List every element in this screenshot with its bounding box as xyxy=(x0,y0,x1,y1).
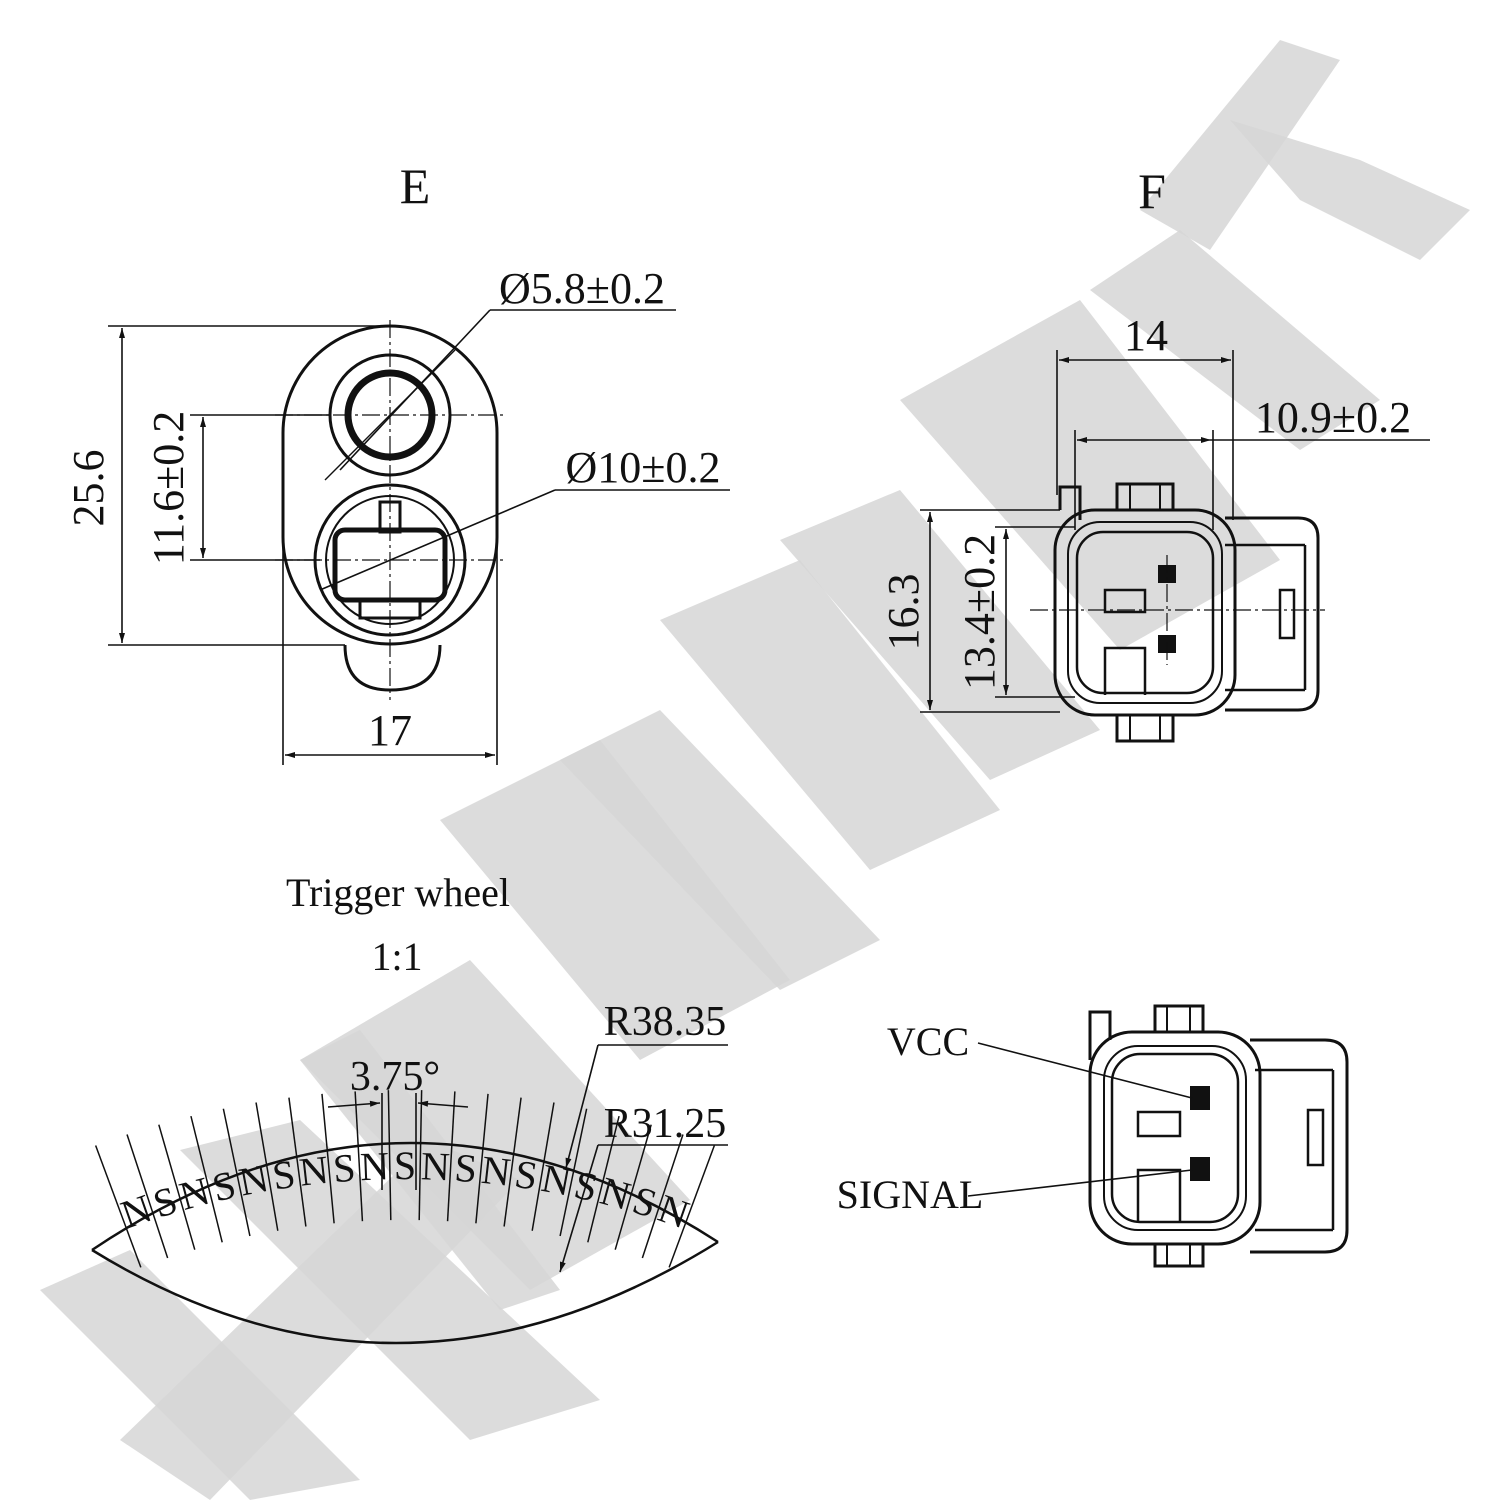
dim-radius-inner-text: R31.25 xyxy=(604,1101,727,1147)
pole-divider xyxy=(288,1097,307,1227)
pole-divider xyxy=(354,1091,364,1222)
pole-divider xyxy=(222,1108,251,1237)
pole-divider xyxy=(321,1093,335,1224)
pole-label-9: N xyxy=(359,1143,390,1189)
pole-divider xyxy=(126,1134,169,1259)
pole-divider xyxy=(531,1102,555,1231)
connector-key-bottom xyxy=(1115,713,1175,743)
pinout-key-top xyxy=(1153,1004,1205,1034)
dim-small-hole-text: Ø5.8±0.2 xyxy=(499,264,665,313)
connector-latch-slot xyxy=(1278,588,1296,640)
pole-divider xyxy=(387,1090,392,1221)
pinout-polarization-tab xyxy=(1088,1010,1112,1060)
connector-key-top xyxy=(1115,482,1175,512)
pole-divider xyxy=(255,1102,279,1231)
pinout-shroud-outer xyxy=(1088,1030,1262,1246)
pinout-key-slot xyxy=(1136,1110,1182,1138)
view-e-label: E xyxy=(400,158,431,214)
pole-divider xyxy=(641,1134,684,1259)
pole-label-12: S xyxy=(453,1145,479,1192)
pinout-pin-vcc xyxy=(1190,1086,1210,1110)
pinout-latch-body xyxy=(1250,1038,1349,1254)
connector-shroud-inner xyxy=(1067,521,1223,704)
dim-width-text: 17 xyxy=(368,706,412,755)
pole-label-13: N xyxy=(479,1147,513,1195)
sensor-tip xyxy=(343,644,442,692)
pinout-lower-boss xyxy=(1136,1168,1182,1222)
dim-height-text: 25.6 xyxy=(64,450,113,527)
trigger-wheel-scale: 1:1 xyxy=(371,934,422,979)
pole-divider xyxy=(158,1124,196,1250)
pole-label-8: S xyxy=(331,1145,357,1192)
dim-radius-outer-text: R38.35 xyxy=(604,999,727,1045)
pole-label-10: S xyxy=(394,1143,416,1188)
trigger-wheel-title: Trigger wheel xyxy=(286,870,510,915)
pole-divider xyxy=(418,1090,423,1221)
trigger-wheel-inner-arc xyxy=(91,1240,719,1345)
dim-width-outer-text: 14 xyxy=(1124,311,1168,360)
pole-divider xyxy=(668,1145,716,1268)
pinout-latch-slot xyxy=(1306,1108,1325,1167)
pin-signal-label: SIGNAL xyxy=(837,1172,984,1217)
connector-latch-body xyxy=(1225,516,1320,712)
pinout-pin-signal xyxy=(1190,1157,1210,1181)
view-f-label: F xyxy=(1138,163,1166,219)
pole-divider xyxy=(94,1145,142,1268)
view-e: E 25.6 11.6±0.2 17 xyxy=(64,158,730,765)
dim-large-hole-text: Ø10±0.2 xyxy=(566,443,721,492)
pin-vcc-label: VCC xyxy=(887,1019,969,1064)
pin-vcc xyxy=(1158,565,1176,583)
connector-lower-boss xyxy=(1103,646,1147,695)
pole-divider xyxy=(559,1108,588,1237)
dim-pitch-text: 11.6±0.2 xyxy=(144,411,193,566)
connector-polarization-tab xyxy=(1058,485,1082,520)
dim-height-inner-text: 13.4±0.2 xyxy=(955,534,1004,690)
pole-divider xyxy=(446,1091,456,1222)
connector-key-slot xyxy=(1103,588,1147,614)
pole-label-7: N xyxy=(297,1147,331,1195)
view-f: F 14 10.9±0.2 xyxy=(879,163,1430,743)
pinout-cavity xyxy=(1110,1052,1240,1224)
pinout-key-bottom xyxy=(1153,1242,1205,1268)
pinout-view: VCC SIGNAL xyxy=(837,1004,1349,1268)
pole-divider xyxy=(503,1097,522,1227)
watermark-logo xyxy=(40,40,1470,1500)
pole-label-11: N xyxy=(420,1143,451,1189)
dim-width-inner-text: 10.9±0.2 xyxy=(1255,393,1411,442)
dim-height-outer-text: 16.3 xyxy=(879,574,928,651)
dim-angle-text: 3.75° xyxy=(350,1054,440,1100)
pole-divider xyxy=(587,1115,620,1243)
pole-divider xyxy=(190,1115,223,1243)
pole-divider xyxy=(475,1093,489,1224)
pinout-shroud-inner xyxy=(1103,1045,1247,1231)
